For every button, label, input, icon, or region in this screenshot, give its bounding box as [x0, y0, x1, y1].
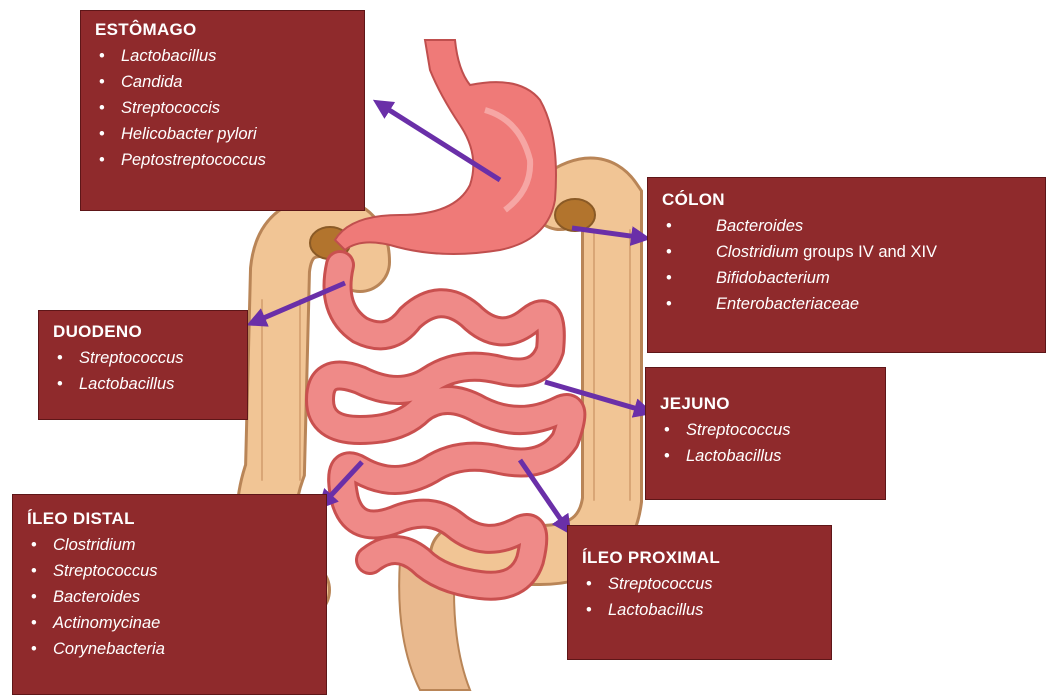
colon-list: •Bacteroides •Clostridium groups IV and … [662, 213, 1033, 317]
jejunum-title: JEJUNO [660, 394, 873, 414]
list-item: •Candida [95, 69, 352, 95]
list-item: •Bacteroides [662, 213, 1033, 239]
stomach-box: ESTÔMAGO •Lactobacillus •Candida •Strept… [80, 10, 365, 211]
list-item: •Streptococcus [660, 417, 873, 443]
distal-ileum-box: ÍLEO DISTAL •Clostridium •Streptococcus … [12, 494, 327, 695]
list-item: •Streptococcus [582, 571, 819, 597]
list-item: •Lactobacillus [582, 597, 819, 623]
proximal-ileum-list: •Streptococcus •Lactobacillus [582, 571, 819, 623]
list-item: •Helicobacter pylori [95, 121, 352, 147]
distal-ileum-list: •Clostridium •Streptococcus •Bacteroides… [27, 532, 314, 662]
list-item: •Lactobacillus [95, 43, 352, 69]
colon-title: CÓLON [662, 190, 1033, 210]
list-item: •Bifidobacterium [662, 265, 1033, 291]
duodenum-list: •Streptococcus •Lactobacillus [53, 345, 235, 397]
list-item: •Streptococcis [95, 95, 352, 121]
stomach-title: ESTÔMAGO [95, 20, 352, 40]
proximal-ileum-title: ÍLEO PROXIMAL [582, 548, 819, 568]
duodenum-title: DUODENO [53, 322, 235, 342]
proximal-ileum-box: ÍLEO PROXIMAL •Streptococcus •Lactobacil… [567, 525, 832, 660]
list-item: •Enterobacteriaceae [662, 291, 1033, 317]
list-item: •Bacteroides [27, 584, 314, 610]
list-item: •Clostridium groups IV and XIV [662, 239, 1033, 265]
colon-box: CÓLON •Bacteroides •Clostridium groups I… [647, 177, 1046, 353]
list-item: •Clostridium [27, 532, 314, 558]
list-item: •Streptococcus [27, 558, 314, 584]
list-item: •Lactobacillus [53, 371, 235, 397]
stomach-list: •Lactobacillus •Candida •Streptococcis •… [95, 43, 352, 173]
list-item: •Corynebacteria [27, 636, 314, 662]
distal-ileum-title: ÍLEO DISTAL [27, 509, 314, 529]
list-item: •Peptostreptococcus [95, 147, 352, 173]
jejunum-list: •Streptococcus •Lactobacillus [660, 417, 873, 469]
duodenum-box: DUODENO •Streptococcus •Lactobacillus [38, 310, 248, 420]
jejunum-box: JEJUNO •Streptococcus •Lactobacillus [645, 367, 886, 500]
list-item: •Lactobacillus [660, 443, 873, 469]
list-item: •Streptococcus [53, 345, 235, 371]
list-item: •Actinomycinae [27, 610, 314, 636]
